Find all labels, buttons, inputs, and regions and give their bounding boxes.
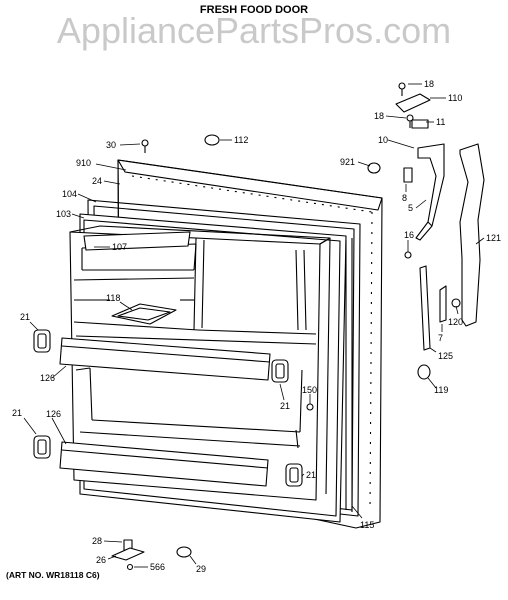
door-edge-strip [345,238,353,512]
art-number: (ART NO. WR18118 C6) [6,570,100,580]
dairy-door [83,231,191,251]
leader-lines [23,83,485,568]
callout-labels: 18 110 18 11 10 30 112 910 921 24 8 104 … [12,79,501,574]
callout-107: 107 [112,242,127,252]
small-hardware [111,82,461,571]
callout-112: 112 [234,135,248,145]
callout-118: 118 [106,293,120,303]
callout-104: 104 [62,189,77,199]
callout-18: 18 [374,111,384,121]
callout-26: 26 [96,555,106,565]
door-shelf-bars [59,337,271,487]
egg-tray [111,303,177,325]
callout-24: 24 [92,176,102,186]
callout-21: 21 [306,470,316,480]
callout-150: 150 [302,385,317,395]
callout-121: 121 [486,233,501,243]
callout-103: 103 [56,209,71,219]
callout-18: 18 [424,79,434,89]
diagram-title: FRESH FOOD DOOR [199,4,309,16]
callout-7: 7 [438,333,443,343]
callout-16: 16 [404,230,414,240]
shelf-end-caps [33,329,303,487]
callout-126: 126 [46,409,61,419]
callout-115: 115 [360,520,374,530]
callout-8: 8 [402,193,407,203]
door-handle [459,143,485,327]
callout-566: 566 [150,562,165,572]
callout-21: 21 [12,408,22,418]
callout-21: 21 [280,401,290,411]
callout-125: 125 [438,351,453,361]
callout-921: 921 [340,157,355,167]
callout-29: 29 [196,564,206,574]
callout-5: 5 [408,203,413,213]
watermark: AppliancePartsPros.com [56,10,452,51]
callout-120: 120 [448,317,463,327]
callout-119: 119 [434,385,448,395]
callout-28: 28 [92,536,102,546]
callout-110: 110 [448,93,462,103]
callout-126: 126 [40,373,55,383]
callout-30: 30 [106,140,116,150]
callout-11: 11 [436,117,445,127]
callout-21: 21 [20,312,30,322]
callout-910: 910 [76,158,91,168]
door-hinge [415,143,445,241]
callout-10: 10 [378,135,388,145]
